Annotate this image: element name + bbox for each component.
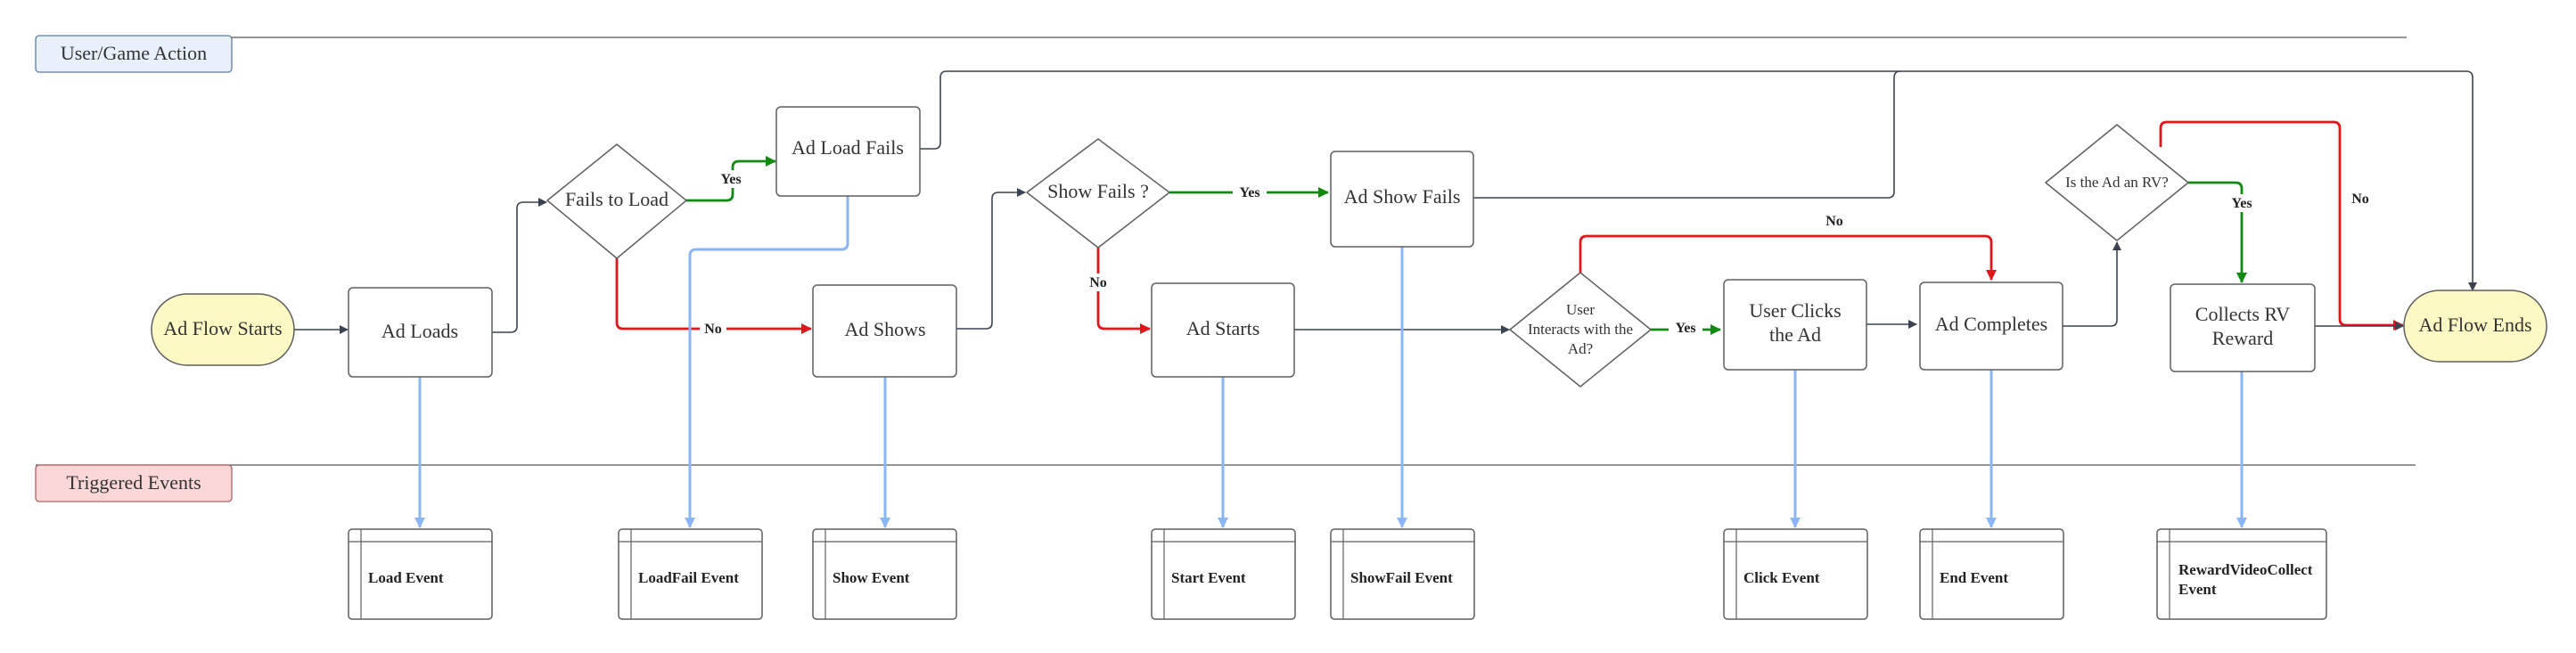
node-is-rv-text: Is the Ad an RV? — [2065, 174, 2169, 191]
node-user-interacts-line3: Ad? — [1568, 340, 1593, 357]
node-show-fails-text: Show Fails ? — [1047, 180, 1149, 202]
node-ad-show-fails-text: Ad Show Fails — [1344, 185, 1461, 208]
node-ad-loads-text: Ad Loads — [381, 320, 458, 342]
label-show-fails-no: No — [1089, 275, 1107, 290]
edges — [294, 70, 2477, 528]
event-click-text: Click Event — [1743, 569, 1820, 586]
label-show-fails-yes: Yes — [1239, 185, 1259, 200]
node-ad-shows-text: Ad Shows — [844, 318, 925, 340]
edge-fails-to-load-no — [615, 258, 812, 334]
node-user-clicks-line2: the Ad — [1769, 323, 1821, 346]
event-end[interactable]: End Event — [1919, 528, 2064, 620]
edge-loads-to-fails-to-load — [492, 198, 547, 333]
event-reward-line1: RewardVideoCollect — [2178, 561, 2313, 578]
node-is-rv[interactable]: Is the Ad an RV? — [2045, 124, 2189, 241]
node-ad-starts[interactable]: Ad Starts — [1151, 282, 1295, 378]
edge-load-fails-to-ends — [920, 70, 2477, 291]
event-loadfail-text: LoadFail Event — [638, 569, 739, 586]
node-ad-flow-ends[interactable]: Ad Flow Ends — [2403, 290, 2547, 363]
label-fails-to-load-yes: Yes — [720, 172, 741, 187]
node-ad-load-fails-text: Ad Load Fails — [792, 136, 904, 159]
label-is-rv-no: No — [2351, 192, 2369, 207]
node-user-clicks[interactable]: User Clicks the Ad — [1723, 279, 1867, 371]
label-fails-to-load-no: No — [704, 322, 722, 337]
event-reward[interactable]: RewardVideoCollect Event — [2156, 528, 2327, 620]
edge-is-rv-no — [2159, 120, 2404, 331]
node-user-interacts-line1: User — [1566, 301, 1595, 318]
edge-load-fails-to-loadfail-event — [685, 196, 849, 528]
edge-interacts-no — [1579, 234, 1997, 281]
node-user-interacts[interactable]: User Interacts with the Ad? — [1509, 272, 1652, 388]
edge-show-fails-no — [1096, 248, 1151, 334]
edge-show-fails-to-ends — [1473, 70, 1901, 199]
node-show-fails[interactable]: Show Fails ? — [1026, 138, 1170, 249]
label-interacts-yes: Yes — [1675, 321, 1695, 336]
node-collects-rv-line1: Collects RV — [2195, 303, 2291, 325]
event-loadfail[interactable]: LoadFail Event — [618, 528, 763, 620]
event-load-text: Load Event — [368, 569, 444, 586]
event-start[interactable]: Start Event — [1151, 528, 1296, 620]
node-user-interacts-line2: Interacts with the — [1528, 321, 1633, 338]
event-showfail-text: ShowFail Event — [1350, 569, 1453, 586]
node-ad-flow-starts-text: Ad Flow Starts — [163, 317, 282, 339]
node-ad-loads[interactable]: Ad Loads — [348, 287, 493, 378]
label-interacts-no: No — [1825, 214, 1843, 229]
lane-label-user-action-text: User/Game Action — [61, 42, 207, 64]
node-collects-rv[interactable]: Collects RV Reward — [2170, 283, 2316, 372]
node-user-clicks-line1: User Clicks — [1749, 299, 1841, 322]
lane-label-user-action: User/Game Action — [35, 35, 233, 73]
node-ad-completes[interactable]: Ad Completes — [1919, 282, 2063, 371]
lane-label-triggered-events: Triggered Events — [35, 464, 233, 502]
event-click[interactable]: Click Event — [1723, 528, 1868, 620]
edge-shows-to-show-fails — [956, 188, 1026, 330]
node-ad-completes-text: Ad Completes — [1935, 313, 2048, 335]
event-start-text: Start Event — [1171, 569, 1246, 586]
event-load[interactable]: Load Event — [348, 528, 493, 620]
node-ad-load-fails[interactable]: Ad Load Fails — [775, 106, 921, 197]
event-reward-line2: Event — [2178, 581, 2217, 598]
event-end-text: End Event — [1940, 569, 2008, 586]
edge-completes-to-is-rv — [2063, 241, 2121, 327]
node-ad-flow-ends-text: Ad Flow Ends — [2418, 314, 2531, 336]
node-ad-flow-starts[interactable]: Ad Flow Starts — [151, 293, 295, 366]
edge-labels: Yes No Yes No Yes No Yes No — [700, 170, 2369, 338]
edge-is-rv-yes — [2188, 181, 2247, 283]
event-showfail[interactable]: ShowFail Event — [1330, 528, 1475, 620]
node-ad-starts-text: Ad Starts — [1186, 317, 1260, 339]
label-is-rv-yes: Yes — [2231, 196, 2252, 211]
lane-label-triggered-events-text: Triggered Events — [66, 471, 201, 494]
node-fails-to-load[interactable]: Fails to Load — [546, 143, 687, 259]
node-collects-rv-line2: Reward — [2212, 327, 2273, 349]
event-show-text: Show Event — [833, 569, 910, 586]
node-ad-show-fails[interactable]: Ad Show Fails — [1330, 151, 1474, 248]
node-fails-to-load-text: Fails to Load — [565, 188, 669, 210]
node-ad-shows[interactable]: Ad Shows — [812, 284, 957, 378]
event-show[interactable]: Show Event — [812, 528, 957, 620]
